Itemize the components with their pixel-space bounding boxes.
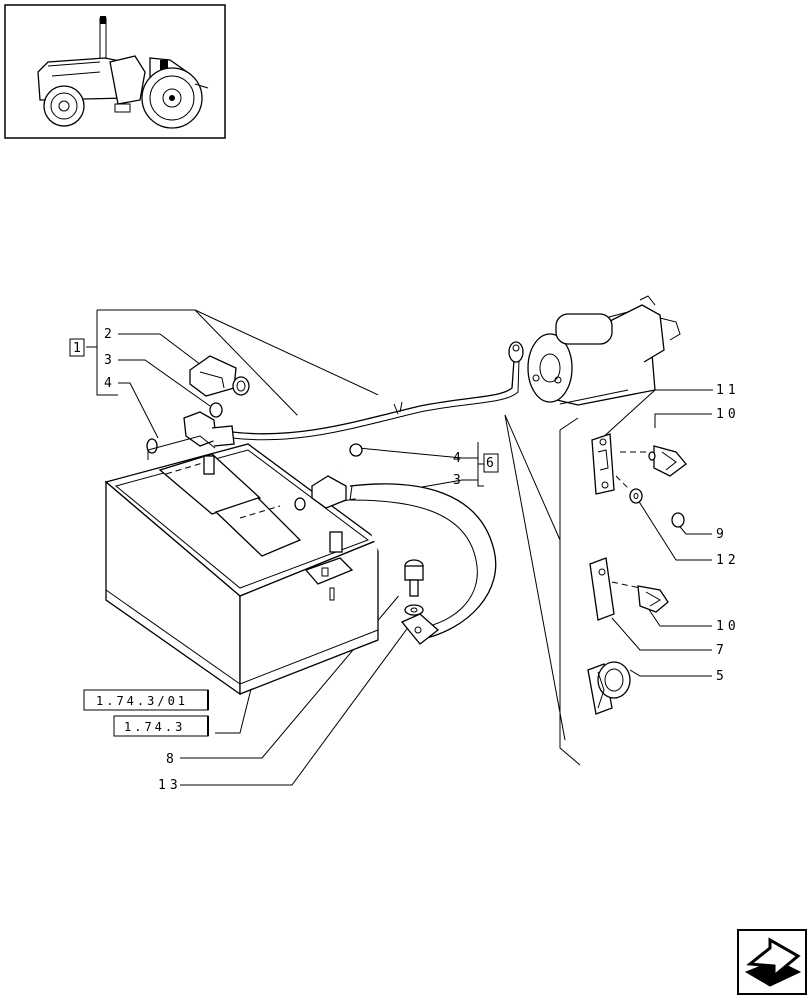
callout-4: 4 <box>104 376 116 391</box>
reference-boxes: 1.74.3/01 1.74.3 <box>83 689 209 737</box>
cable-clip-upper-part <box>620 445 687 477</box>
callout-labels: 1 2 3 4 4 3 6 11 10 9 12 10 7 5 8 13 <box>69 327 740 793</box>
next-page-arrow-icon[interactable] <box>737 929 807 995</box>
callout-2: 2 <box>104 327 116 342</box>
callout-5: 5 <box>716 669 728 684</box>
ground-bolt-part <box>404 559 424 616</box>
callout-3: 3 <box>104 353 116 368</box>
callout-10b: 10 <box>716 619 740 634</box>
callout-3b: 3 <box>453 473 465 488</box>
terminal-cover-part <box>189 355 250 397</box>
reference-1-74-3: 1.74.3 <box>124 720 185 734</box>
callout-8: 8 <box>166 752 178 767</box>
callout-11: 11 <box>716 383 740 398</box>
starter-motor-part <box>527 295 681 406</box>
washer-part <box>615 475 643 504</box>
leader-lines <box>86 309 713 786</box>
positive-clamp-part <box>146 402 235 454</box>
battery-part <box>104 435 380 696</box>
callout-9: 9 <box>716 527 728 542</box>
callout-7: 7 <box>716 643 728 658</box>
ground-strap-part <box>294 475 497 645</box>
callout-1: 1 <box>73 341 85 356</box>
callout-12: 12 <box>716 553 740 568</box>
clip-bracket-part <box>591 433 615 495</box>
clip-part <box>587 661 631 715</box>
clip-bracket-lower-part <box>589 557 641 621</box>
tractor-thumbnail-icon <box>4 4 226 139</box>
cable-clip-lower-part <box>637 585 669 613</box>
callout-13: 13 <box>158 778 182 793</box>
callout-6: 6 <box>486 456 498 471</box>
screw-part <box>651 507 685 528</box>
positive-cable-part <box>231 341 524 441</box>
reference-1-74-3-01: 1.74.3/01 <box>96 694 188 708</box>
callout-10: 10 <box>716 407 740 422</box>
callout-4b: 4 <box>453 451 465 466</box>
strap-bolt-part <box>338 443 363 470</box>
